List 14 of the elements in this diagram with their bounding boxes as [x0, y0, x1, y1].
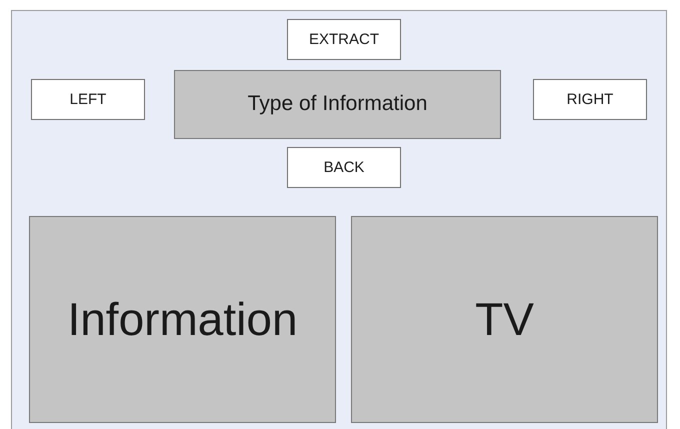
box-label: Information — [67, 293, 298, 346]
key-button — [533, 79, 647, 120]
key-button — [287, 19, 401, 60]
title-box — [174, 70, 501, 139]
box-label: EXTRACT — [308, 30, 379, 48]
panel-box — [29, 216, 336, 423]
box-label: TV — [475, 293, 534, 346]
panel-box — [351, 216, 658, 423]
box-label: Type of Information — [248, 92, 428, 117]
key-button — [287, 147, 401, 188]
box-label: LEFT — [70, 90, 106, 108]
key-button — [31, 79, 145, 120]
box-label: RIGHT — [566, 90, 614, 108]
box-label: BACK — [324, 158, 364, 176]
